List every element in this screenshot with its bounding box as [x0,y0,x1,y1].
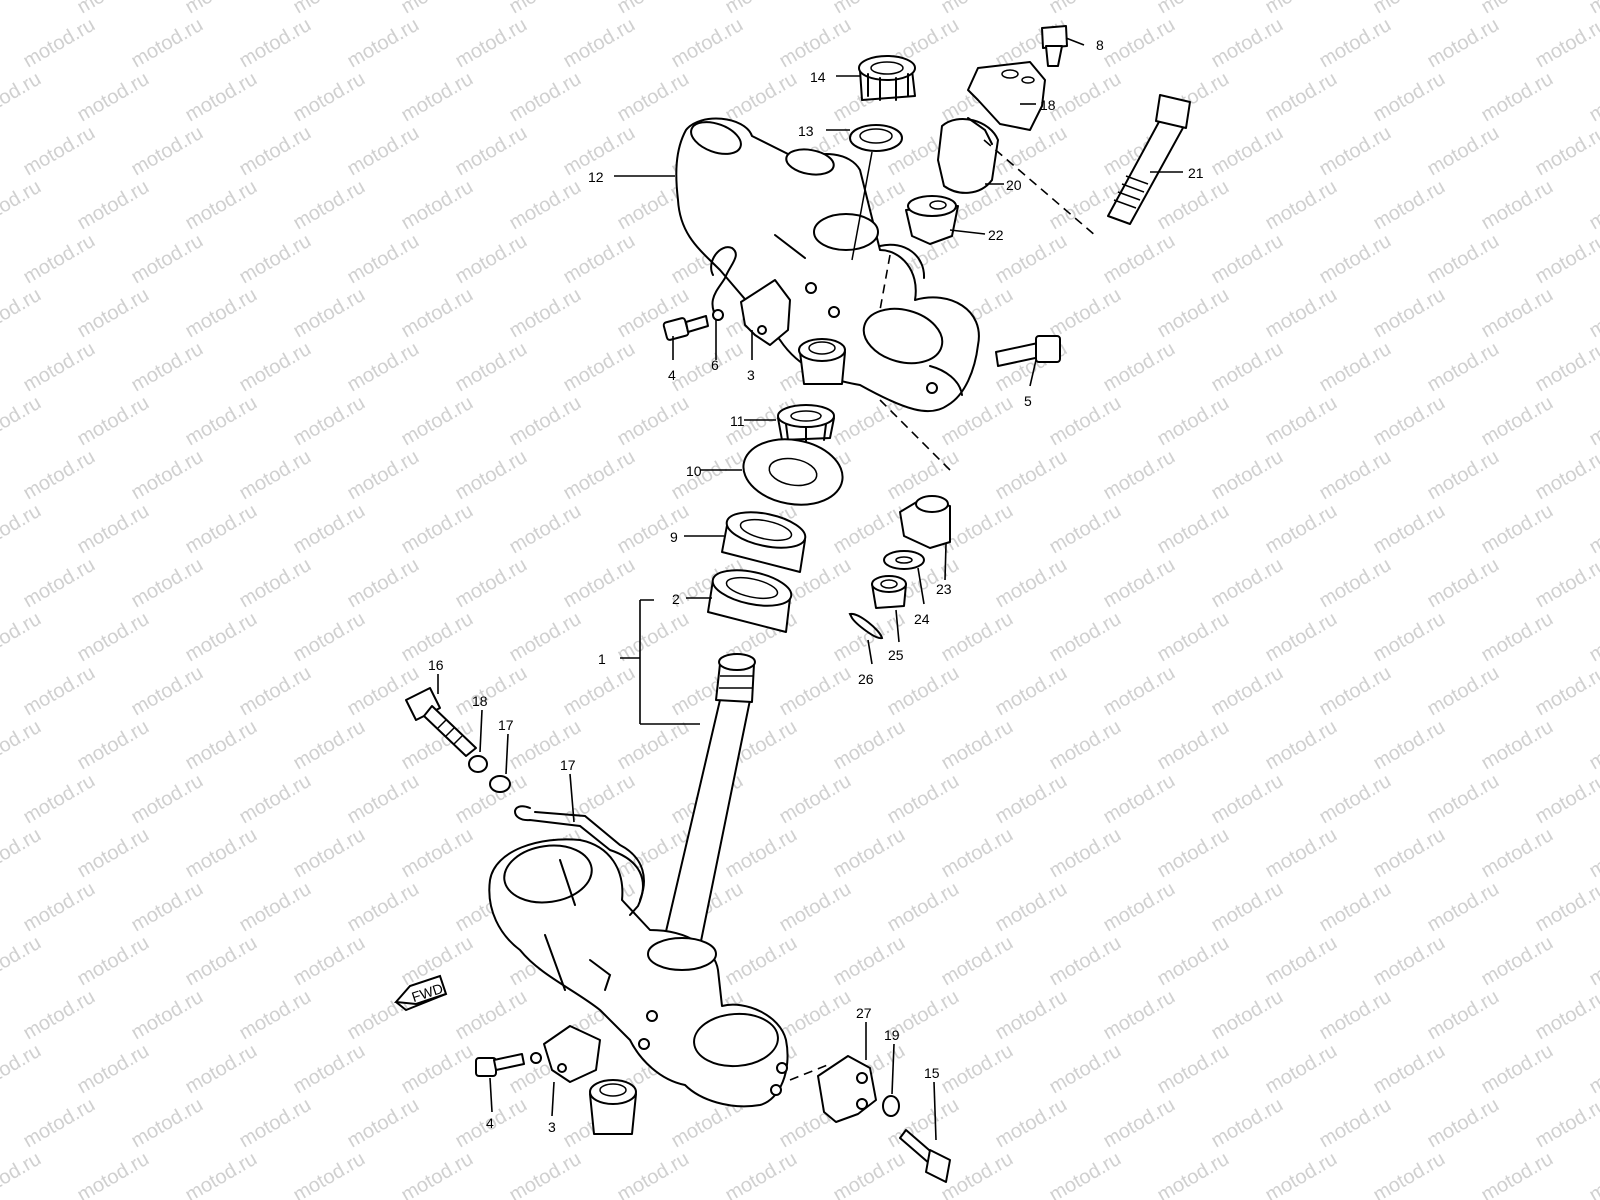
bolt-part-4-upper [662,309,724,341]
cushion-part-22 [905,195,959,245]
nut-part-12 [858,55,916,101]
bearing-part-2 [707,569,793,633]
lower-bushing [589,1079,637,1135]
dash-line-27 [789,1063,831,1081]
washer-part-17-upper [468,755,488,773]
callout-27: 27 [856,1005,872,1021]
handlebar-holder-part-20 [937,117,999,194]
callout-21: 21 [1188,165,1204,181]
cotter-pin-part-26 [848,612,884,640]
bolt-part-21 [1107,94,1191,225]
bolt-part-13 [899,1129,951,1183]
bracket-part-3-lower [543,1025,601,1083]
callout-18: 18 [1040,97,1056,113]
washer-part-15 [489,775,511,793]
callout-3-upper: 3 [747,367,755,383]
callout-labels: 8 18 21 20 22 14 13 12 4 6 3 5 11 10 9 2… [428,37,1204,1135]
steering-stem-part-1 [663,653,756,947]
callout-4-upper: 4 [668,367,676,383]
fwd-arrow: FWD [393,974,448,1012]
callout-14: 16 [428,657,444,673]
callout-25: 25 [888,647,904,663]
callout-9: 11 [730,413,745,429]
cushion-part-23 [899,495,951,549]
washer-part-24 [883,550,925,570]
callout-6: 6 [711,357,719,373]
callout-20: 20 [1006,177,1022,193]
wire-clip-part-6 [710,246,737,321]
callout-10: 12 [588,169,604,185]
callout-13: 15 [924,1065,940,1081]
callout-23: 23 [936,581,952,597]
callout-1: 1 [598,651,606,667]
washer-part-8 [742,438,844,506]
bearing-part-7 [721,511,807,573]
callout-8: 10 [686,463,702,479]
callout-12: 14 [810,69,826,85]
bolt-part-14 [405,687,477,757]
callout-17-lower: 19 [884,1027,900,1043]
callout-19: 8 [1096,37,1104,53]
dash-line-23 [879,399,951,471]
dash-line-21 [983,139,1097,237]
callout-22: 22 [988,227,1004,243]
nut-part-9 [777,404,835,443]
callout-7: 9 [670,529,678,545]
callout-5: 5 [1024,393,1032,409]
callout-11: 13 [798,123,814,139]
callout-4-lower: 4 [486,1115,494,1131]
callout-16: 17 [560,757,576,773]
callout-17-upper: 18 [472,693,488,709]
handlebar-holder-part-18 [967,61,1046,131]
upper-bushing [798,338,846,385]
bolt-part-19 [1041,25,1068,67]
leader-lines [437,37,1183,1141]
callout-2: 2 [672,591,680,607]
callout-26: 26 [858,671,874,687]
callout-3-lower: 3 [548,1119,556,1135]
upper-bracket-part-10 [675,117,980,413]
callout-15: 17 [498,717,514,733]
callout-24: 24 [914,611,930,627]
washer-part-17-lower [882,1095,900,1117]
plate-part-27 [817,1055,877,1123]
nut-part-25 [871,575,907,609]
bolt-part-4-lower [475,1052,542,1077]
bracket-part-3-upper [740,279,791,346]
bolt-part-5 [995,335,1061,367]
lower-bracket [488,838,789,1108]
